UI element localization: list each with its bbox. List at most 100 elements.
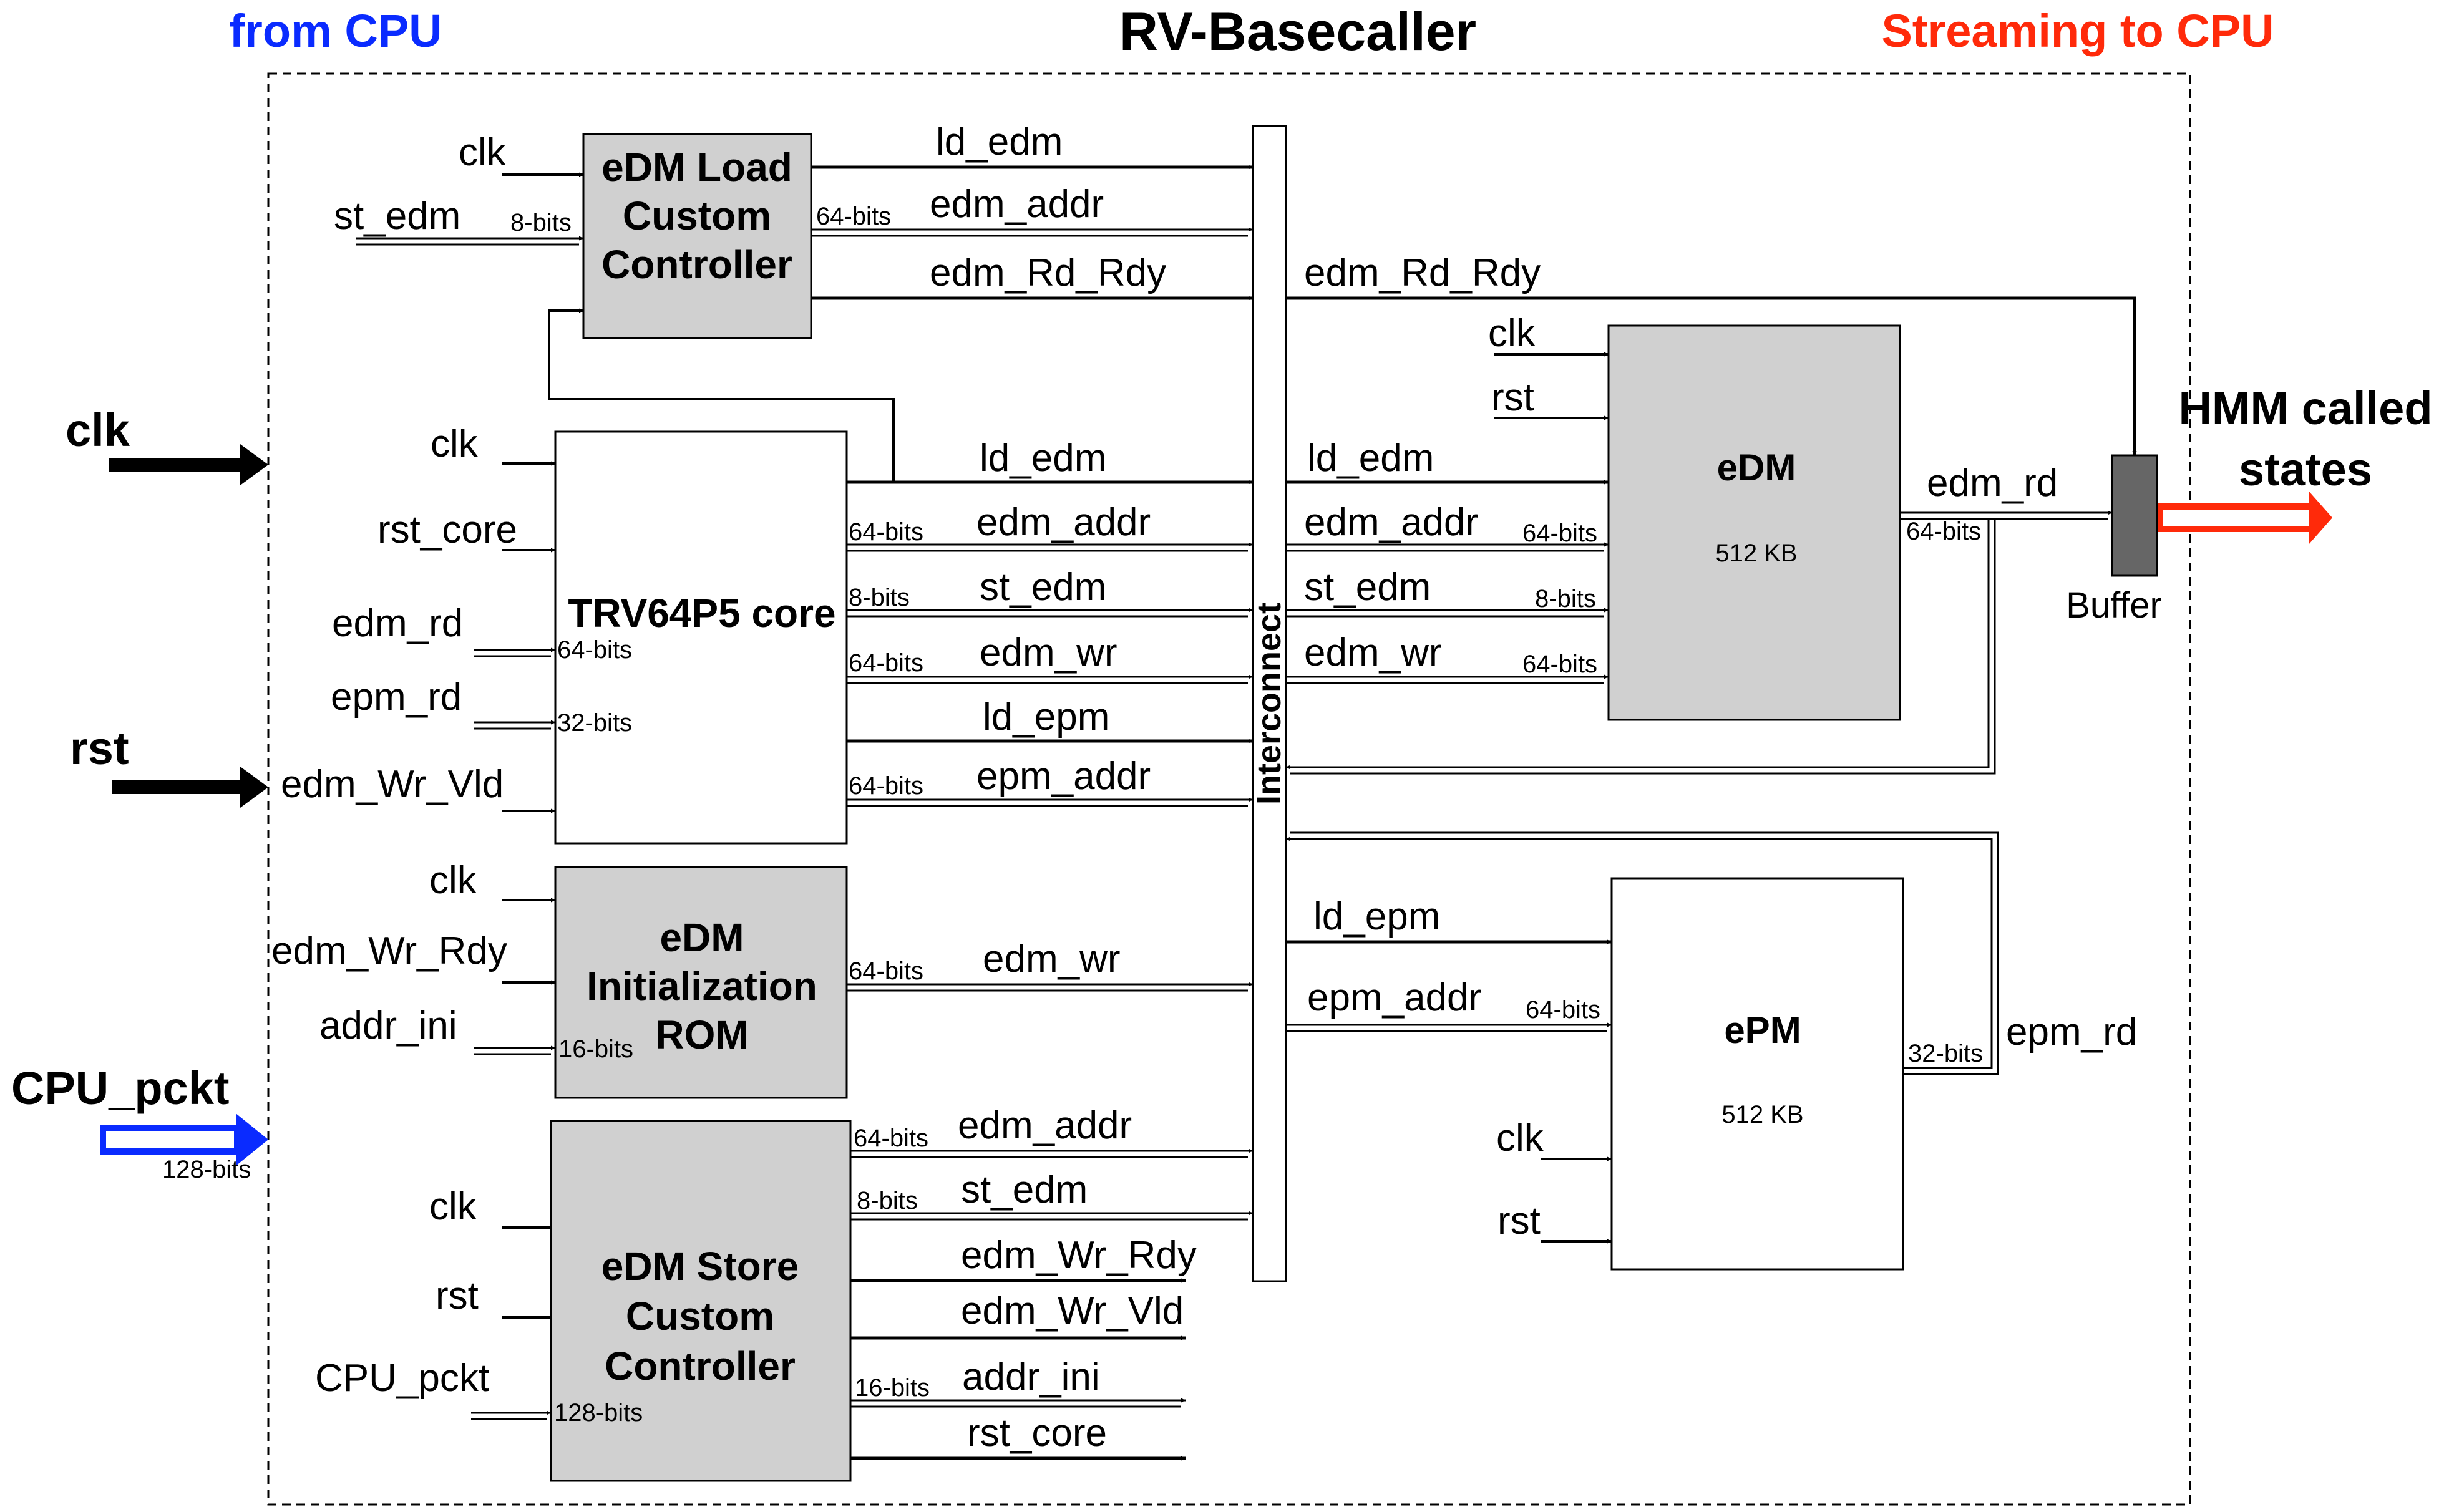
edm-memory: eDM 512 KB bbox=[1607, 324, 1901, 721]
epm-ld-epm-label: ld_epm bbox=[1313, 895, 1440, 938]
epm-memory: ePM 512 KB bbox=[1610, 877, 1904, 1271]
init-rom-line3: ROM bbox=[655, 1012, 748, 1057]
buffer-block bbox=[2111, 454, 2158, 577]
core-st-edm-width: 8-bits bbox=[849, 584, 910, 611]
epm-rd-label: epm_rd bbox=[2006, 1010, 2137, 1054]
store-edm-wr-rdy-label: edm_Wr_Rdy bbox=[961, 1234, 1197, 1277]
core-epm-addr-label: epm_addr bbox=[976, 755, 1151, 798]
load-st-edm-width: 8-bits bbox=[510, 209, 572, 236]
rom-addr-ini-label: addr_ini bbox=[319, 1004, 457, 1047]
rom-addr-ini-width: 16-bits bbox=[558, 1035, 633, 1063]
core-epm-addr-width: 64-bits bbox=[849, 772, 923, 800]
edm-store-line1: eDM Store bbox=[601, 1244, 799, 1289]
chip-boundary bbox=[267, 72, 2191, 1506]
buffer-label: Buffer bbox=[2066, 585, 2162, 626]
epm-epm-addr-label: epm_addr bbox=[1307, 976, 1481, 1019]
edm-clk-label: clk bbox=[1488, 312, 1536, 355]
edm-edm-addr-label: edm_addr bbox=[1304, 501, 1478, 544]
external-cpu-pckt-input: CPU_pckt 128-bits bbox=[11, 1062, 268, 1183]
edm-st-edm-width: 8-bits bbox=[1535, 585, 1596, 613]
trv64p5-core: TRV64P5 core bbox=[554, 430, 848, 845]
edm-load-signals: clk st_edm 8-bits ld_edm edm_addr 64-bit… bbox=[334, 120, 1253, 482]
edm-rd-width: 64-bits bbox=[1906, 518, 1981, 545]
epm-input-signals: ld_epm epm_addr 64-bits clk rst bbox=[1286, 895, 1612, 1244]
store-cpu-pckt-width: 128-bits bbox=[554, 1399, 643, 1427]
edm-store-signals: clk rst CPU_pckt 128-bits edm_addr 64-bi… bbox=[315, 1104, 1253, 1461]
edm-load-line1: eDM Load bbox=[601, 145, 792, 190]
edm-store-line2: Custom bbox=[626, 1294, 774, 1339]
edm-edm-wr-width: 64-bits bbox=[1522, 651, 1597, 678]
core-epm-rd-width: 32-bits bbox=[557, 709, 632, 737]
init-rom-signals: clk edm_Wr_Rdy addr_ini 16-bits edm_wr 6… bbox=[271, 859, 1253, 1063]
core-clk-label: clk bbox=[431, 422, 479, 465]
rom-edm-wr-width: 64-bits bbox=[849, 957, 923, 985]
epm-epm-addr-width: 64-bits bbox=[1526, 996, 1600, 1024]
rom-clk-label: clk bbox=[429, 859, 477, 902]
interconnect-label: Interconnect bbox=[1250, 603, 1288, 805]
external-clk-input: clk bbox=[66, 404, 268, 485]
load-ld-edm-label: ld_edm bbox=[936, 120, 1063, 163]
store-cpu-pckt-label: CPU_pckt bbox=[315, 1357, 489, 1400]
core-edm-addr-width: 64-bits bbox=[849, 518, 923, 546]
hmm-label-line1: HMM called bbox=[2178, 382, 2432, 434]
streaming-to-cpu-label: Streaming to CPU bbox=[1881, 5, 2274, 57]
core-ld-epm-label: ld_epm bbox=[983, 695, 1109, 739]
core-edm-wr-width: 64-bits bbox=[849, 649, 923, 677]
store-rst-label: rst bbox=[436, 1274, 479, 1317]
load-edm-addr-label: edm_addr bbox=[930, 183, 1104, 226]
external-cpu-pckt-label: CPU_pckt bbox=[11, 1062, 230, 1114]
load-clk-label: clk bbox=[459, 131, 507, 174]
rom-edm-wr-label: edm_wr bbox=[983, 938, 1121, 981]
diagram-title: RV-Basecaller bbox=[1119, 2, 1476, 62]
edm-rd-label: edm_rd bbox=[1927, 462, 2058, 505]
core-edm-addr-label: edm_addr bbox=[976, 501, 1151, 544]
init-rom-line1: eDM bbox=[660, 915, 744, 960]
core-input-signals: clk rst_core edm_rd 64-bits epm_rd 32-bi… bbox=[281, 422, 632, 813]
store-rst-core-label: rst_core bbox=[967, 1412, 1107, 1455]
core-st-edm-label: st_edm bbox=[980, 566, 1106, 609]
edm-edm-wr-label: edm_wr bbox=[1304, 631, 1442, 674]
init-rom-line2: Initialization bbox=[587, 964, 817, 1009]
core-edm-wr-label: edm_wr bbox=[980, 631, 1117, 674]
store-edm-wr-vld-label: edm_Wr_Vld bbox=[961, 1289, 1184, 1332]
store-addr-ini-label: addr_ini bbox=[962, 1355, 1100, 1398]
edm-load-controller: eDM Load Custom Controller bbox=[582, 133, 812, 339]
epm-rd-width: 32-bits bbox=[1908, 1040, 1983, 1067]
interconnect: Interconnect bbox=[1250, 125, 1288, 1282]
core-ld-edm-label: ld_edm bbox=[980, 437, 1106, 480]
edm-initialization-rom: eDM Initialization ROM bbox=[554, 866, 848, 1099]
hmm-output: HMM called states bbox=[2157, 382, 2433, 545]
load-edm-rd-rdy-label: edm_Rd_Rdy bbox=[930, 251, 1166, 294]
edm-load-line3: Controller bbox=[601, 242, 792, 287]
core-edm-rd-label: edm_rd bbox=[332, 602, 463, 645]
core-epm-rd-label: epm_rd bbox=[331, 676, 462, 719]
edm-size: 512 KB bbox=[1715, 540, 1797, 567]
from-cpu-label: from CPU bbox=[229, 5, 442, 57]
edm-ld-edm-label: ld_edm bbox=[1307, 437, 1434, 480]
epm-size: 512 KB bbox=[1721, 1101, 1803, 1128]
hmm-label-line2: states bbox=[2239, 443, 2372, 495]
rom-edm-wr-rdy-label: edm_Wr_Rdy bbox=[271, 929, 507, 972]
core-edm-rd-width: 64-bits bbox=[557, 636, 632, 664]
epm-rd-output: epm_rd 32-bits bbox=[1286, 831, 2137, 1075]
store-edm-addr-label: edm_addr bbox=[958, 1104, 1132, 1147]
edm-st-edm-label: st_edm bbox=[1304, 566, 1431, 609]
core-edm-wr-vld-label: edm_Wr_Vld bbox=[281, 763, 504, 806]
store-st-edm-label: st_edm bbox=[961, 1168, 1088, 1211]
edm-name: eDM bbox=[1717, 447, 1796, 488]
core-rst-core-label: rst_core bbox=[377, 508, 517, 551]
load-edm-addr-width: 64-bits bbox=[816, 203, 891, 230]
store-addr-ini-width: 16-bits bbox=[855, 1374, 930, 1402]
edm-rst-label: rst bbox=[1491, 376, 1534, 419]
store-edm-addr-width: 64-bits bbox=[854, 1125, 928, 1152]
edm-rd-output: edm_rd 64-bits bbox=[1286, 462, 2112, 775]
epm-rst-label: rst bbox=[1497, 1199, 1541, 1243]
edm-input-signals: clk rst ld_edm edm_addr 64-bits st_edm 8… bbox=[1286, 312, 1609, 684]
core-output-signals: ld_edm edm_addr 64-bits st_edm 8-bits ed… bbox=[847, 437, 1253, 807]
external-rst-label: rst bbox=[70, 722, 129, 774]
ic-edm-rd-rdy-label: edm_Rd_Rdy bbox=[1304, 251, 1541, 294]
core-name: TRV64P5 core bbox=[568, 591, 835, 636]
load-st-edm-label: st_edm bbox=[334, 195, 460, 238]
store-st-edm-width: 8-bits bbox=[857, 1187, 918, 1214]
